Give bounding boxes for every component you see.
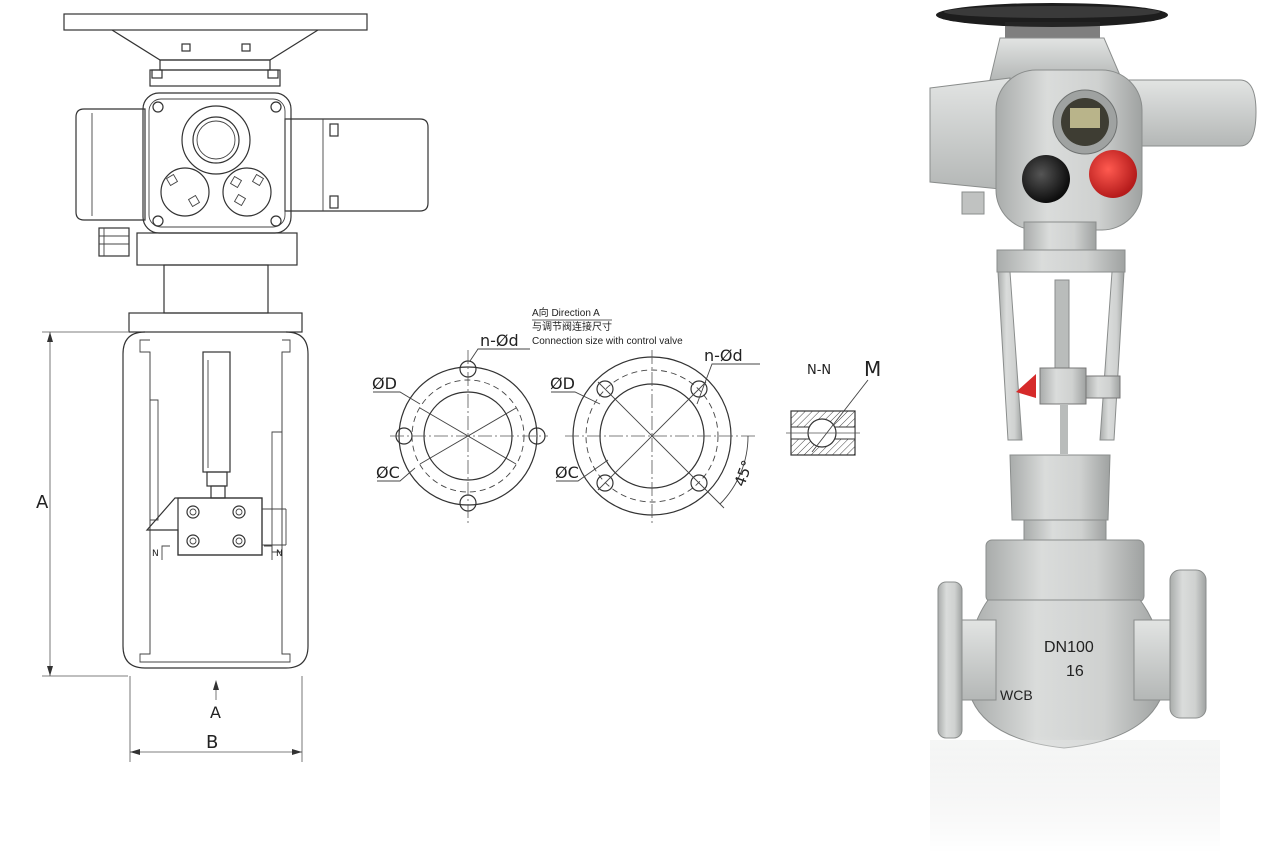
body-mark-dn: DN100 [1044,639,1094,656]
body-mark-material: WCB [1000,687,1033,703]
flange-drawing-right [551,350,760,524]
view-arrow-a-label: A [210,703,221,722]
section-n-n [786,379,869,456]
section-mark-right: N [276,549,283,559]
body-mark-pn: 16 [1066,663,1084,680]
flange-pcd-right-label: ØC [555,463,579,482]
red-knob [1089,150,1137,198]
dimension-b-label: B [206,732,218,753]
actuator-drawing [42,13,429,762]
caption-line-3: Connection size with control valve [532,336,683,347]
flange-holes-left-label: n-Ød [480,331,519,350]
flange-od-left-label: ØD [372,374,397,393]
valve-photo: DN100 16 WCB [925,3,1257,853]
flange-holes-right-label: n-Ød [704,346,743,365]
caption-line-2: 与调节阀连接尺寸 [532,320,612,333]
caption-line-1: A向 Direction A [532,306,600,319]
black-knob [1022,155,1070,203]
flange-od-right-label: ØD [550,374,575,393]
angle-label: 45° [731,458,757,489]
flange-pcd-left-label: ØC [376,463,400,482]
thread-label: M [864,357,881,381]
dimension-a-label: A [36,492,49,513]
section-mark-left: N [152,549,159,559]
flange-drawing-left [373,348,548,526]
section-title-label: N-N [807,363,831,378]
